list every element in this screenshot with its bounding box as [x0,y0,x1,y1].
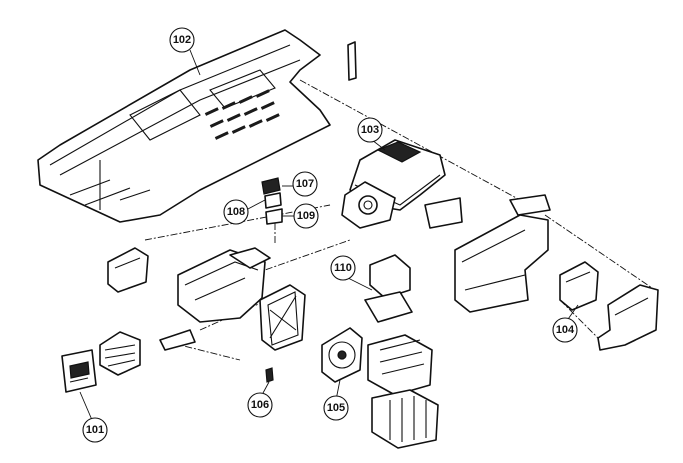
callout-108: 108 [223,199,249,225]
left-bracket-part [107,247,149,293]
callout-106-lower: 106 [247,392,273,418]
lead-line-right [544,214,656,291]
callout-103: 103 [357,117,383,143]
motor-part [99,329,196,376]
duct-assembly-part [364,254,439,449]
center-chassis-part [177,247,271,323]
side-plate-part [597,284,659,351]
small-parts-107-108-109 [261,177,283,225]
callout-102-label: 102 [173,34,191,46]
callout-105-label: 105 [327,402,345,414]
top-cabinet-part [37,29,357,223]
callout-104-label: 104 [556,324,575,336]
fan-housing-part [259,284,306,351]
main-unit-part [341,139,463,229]
right-frame-part [454,194,551,313]
callout-106-lower-label: 106 [251,399,269,411]
control-panel-part [61,349,97,393]
callout-107-label: 107 [296,178,314,190]
callout-110: 110 [330,255,356,281]
callout-109-label: 109 [297,210,315,222]
callout-105: 105 [323,395,349,421]
lead-line-top-right [299,79,521,201]
fan-part [321,327,363,383]
callout-107: 107 [292,171,318,197]
callout-109: 109 [293,203,319,229]
callout-104: 104 [552,317,578,343]
lead-line-bracket [559,299,601,341]
callout-102: 102 [169,27,195,53]
callout-110-label: 110 [334,262,352,274]
screw-part [265,367,274,383]
callout-leaders [79,49,579,421]
callout-103-label: 103 [361,124,379,136]
bracket-104-part [559,261,599,311]
callout-101: 101 [82,417,108,443]
vent-slots [204,89,280,140]
callout-108-label: 108 [227,206,245,218]
callout-101-label: 101 [86,424,104,436]
